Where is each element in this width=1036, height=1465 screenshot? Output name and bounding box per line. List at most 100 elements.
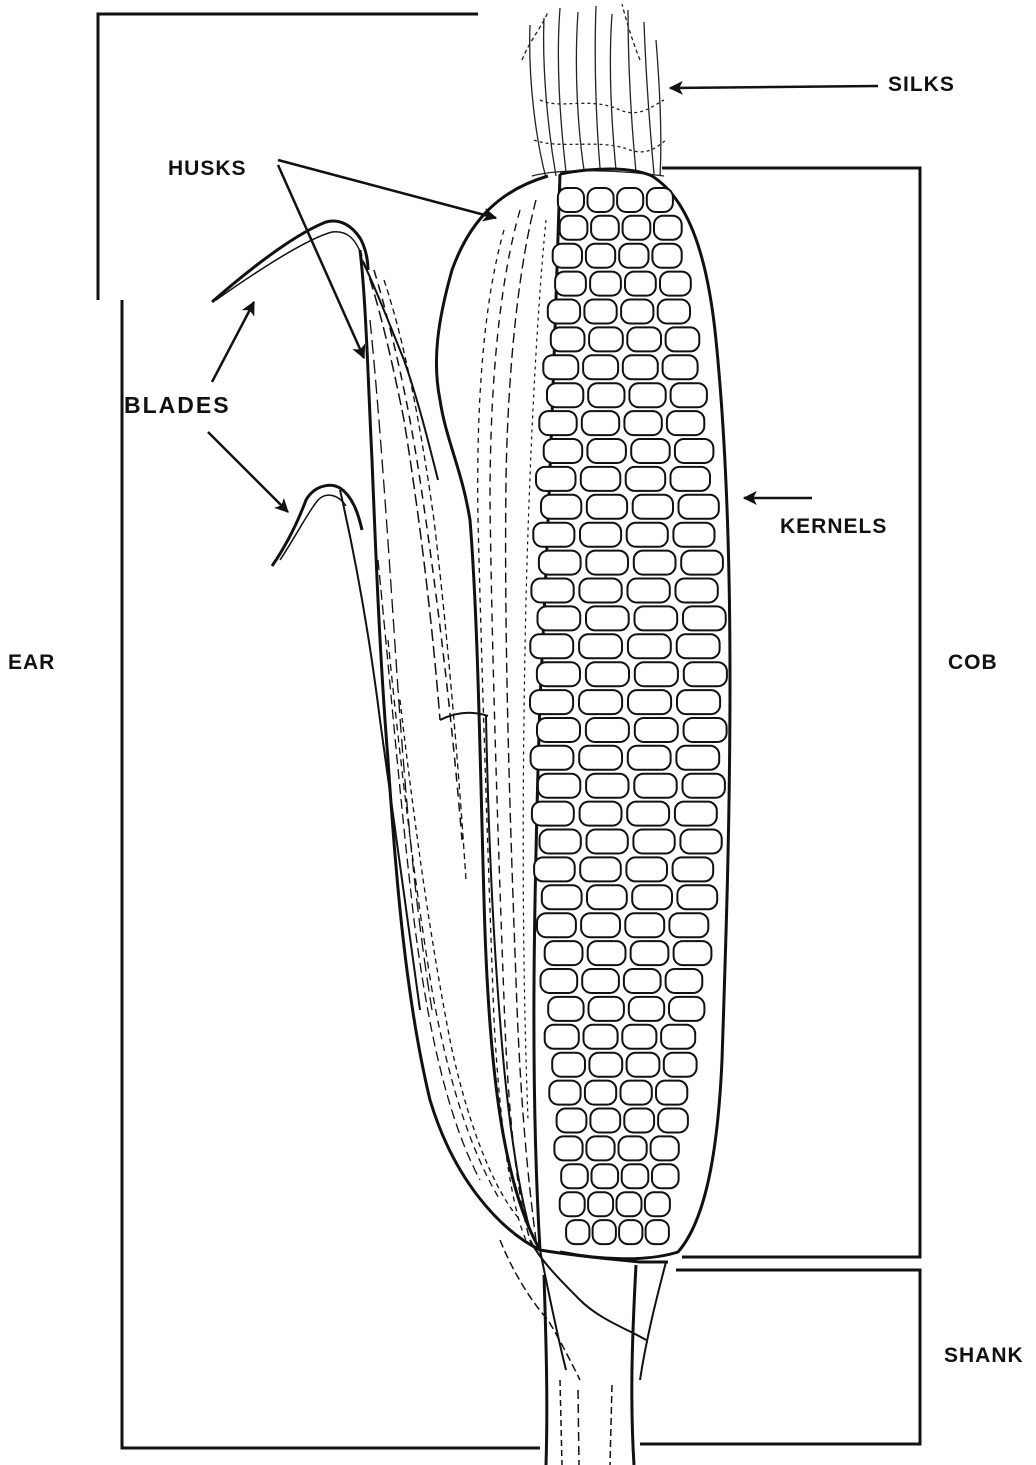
kernel	[645, 1192, 670, 1216]
kernel	[629, 997, 664, 1021]
kernel	[622, 1025, 656, 1049]
kernels-label: KERNELS	[780, 516, 887, 537]
kernel	[652, 244, 681, 268]
kernel	[586, 606, 629, 630]
kernel	[676, 746, 719, 770]
blades-arrow-2	[208, 432, 288, 512]
kernel	[536, 467, 576, 491]
kernel	[658, 1109, 688, 1133]
kernel	[675, 802, 717, 826]
kernel	[628, 634, 671, 658]
kernel	[626, 857, 667, 881]
kernel	[658, 300, 690, 324]
ear-label: EAR	[8, 652, 55, 673]
kernel	[656, 1081, 687, 1105]
kernel	[674, 941, 712, 965]
kernel	[679, 495, 719, 519]
cob-label: COB	[948, 652, 998, 673]
kernel	[633, 830, 674, 854]
kernel	[582, 411, 619, 435]
kernel	[582, 969, 619, 993]
kernel	[543, 355, 578, 379]
kernel	[553, 244, 582, 268]
kernel	[684, 662, 727, 686]
kernel	[560, 216, 588, 240]
kernel	[587, 830, 628, 854]
kernel	[619, 244, 648, 268]
kernel	[581, 467, 621, 491]
kernel	[619, 1136, 647, 1160]
kernel	[566, 1220, 589, 1244]
kernel	[588, 941, 626, 965]
kernel	[675, 439, 714, 463]
kernel	[652, 1164, 679, 1188]
kernel	[684, 718, 727, 742]
kernel	[683, 606, 726, 630]
kernel	[555, 272, 586, 296]
kernel	[586, 551, 628, 575]
kernel	[584, 300, 616, 324]
silks-label: SILKS	[888, 74, 955, 95]
kernel	[624, 969, 661, 993]
kernel	[549, 1081, 580, 1105]
kernel	[537, 718, 580, 742]
kernel	[621, 1081, 652, 1105]
kernel	[531, 579, 573, 603]
blades-arrow-1	[212, 302, 254, 382]
kernel	[547, 383, 583, 407]
kernel	[588, 1192, 613, 1216]
kernel	[683, 774, 725, 798]
kernel	[669, 913, 708, 937]
kernel	[585, 1081, 616, 1105]
kernel	[579, 690, 622, 714]
kernel	[558, 188, 584, 212]
kernel	[561, 1164, 588, 1188]
kernel	[677, 690, 720, 714]
kernel	[545, 941, 583, 965]
kernel	[586, 1136, 614, 1160]
kernel	[560, 1192, 585, 1216]
kernel	[542, 885, 582, 909]
kernel	[552, 1053, 585, 1077]
kernel	[541, 495, 581, 519]
kernel	[627, 327, 661, 351]
stalk	[544, 1265, 636, 1465]
kernel	[625, 913, 664, 937]
kernel	[545, 1025, 579, 1049]
kernel	[588, 188, 614, 212]
kernel	[623, 355, 658, 379]
kernel	[581, 913, 620, 937]
kernel	[579, 634, 622, 658]
kernel	[579, 746, 622, 770]
kernel	[538, 606, 581, 630]
kernel	[680, 830, 721, 854]
kernel	[635, 718, 678, 742]
kernel	[646, 1220, 669, 1244]
kernel	[631, 941, 669, 965]
kernel	[627, 523, 668, 547]
kernel	[531, 746, 574, 770]
kernel	[590, 272, 621, 296]
kernel	[617, 188, 643, 212]
kernel	[666, 327, 700, 351]
kernel	[586, 718, 629, 742]
kernel	[671, 383, 707, 407]
kernel	[539, 411, 576, 435]
kernel	[667, 411, 704, 435]
kernel	[592, 1164, 619, 1188]
kernel	[541, 969, 578, 993]
silks-tuft	[522, 4, 666, 178]
kernel	[580, 857, 621, 881]
kernel	[673, 857, 714, 881]
kernel	[540, 830, 581, 854]
kernel	[651, 1136, 679, 1160]
kernel	[635, 606, 678, 630]
kernel	[628, 746, 671, 770]
kernel	[593, 1220, 616, 1244]
kernel	[530, 634, 573, 658]
kernel	[631, 439, 670, 463]
kernel	[584, 1025, 618, 1049]
kernel	[676, 579, 718, 603]
kernel	[537, 913, 576, 937]
kernel	[621, 300, 653, 324]
